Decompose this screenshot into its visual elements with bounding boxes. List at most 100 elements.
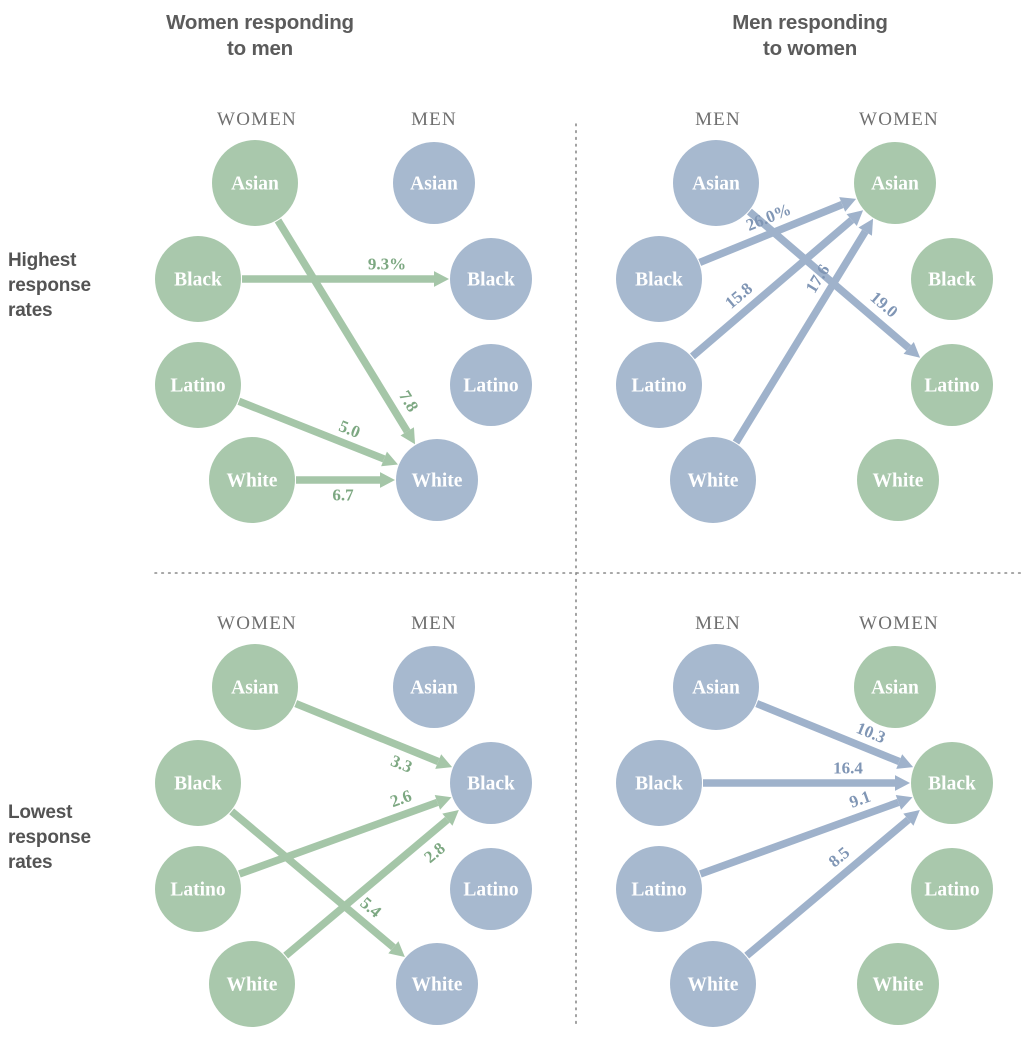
edge-value-label: 16.4 <box>833 759 863 778</box>
node-target-latino[interactable]: Latino <box>450 344 532 426</box>
node-target-white[interactable]: White <box>396 943 478 1025</box>
panel-title-line2: to men <box>227 37 293 61</box>
node-target-asian[interactable]: Asian <box>854 142 936 224</box>
edge-arrowhead <box>435 754 453 769</box>
column-head-bottom-right-source: MEN <box>695 613 741 634</box>
node-circle[interactable] <box>212 140 298 226</box>
node-circle[interactable] <box>450 344 532 426</box>
node-source-black[interactable]: Black <box>616 740 702 826</box>
node-label: White <box>412 975 463 996</box>
node-circle[interactable] <box>450 238 532 320</box>
node-label: Latino <box>463 376 518 397</box>
node-label: Latino <box>170 376 225 397</box>
node-target-asian[interactable]: Asian <box>393 646 475 728</box>
node-circle[interactable] <box>854 646 936 728</box>
column-head-top-left-target: MEN <box>411 109 457 130</box>
node-circle[interactable] <box>209 941 295 1027</box>
node-circle[interactable] <box>854 142 936 224</box>
node-source-asian[interactable]: Asian <box>673 644 759 730</box>
node-label: Asian <box>231 174 279 195</box>
node-source-white[interactable]: White <box>670 437 756 523</box>
edge-group <box>699 700 920 959</box>
node-target-black[interactable]: Black <box>450 742 532 824</box>
node-source-latino[interactable]: Latino <box>616 342 702 428</box>
node-circle[interactable] <box>616 740 702 826</box>
node-target-black[interactable]: Black <box>450 238 532 320</box>
node-circle[interactable] <box>616 846 702 932</box>
node-target-white[interactable]: White <box>857 439 939 521</box>
node-source-white[interactable]: White <box>209 437 295 523</box>
node-circle[interactable] <box>911 344 993 426</box>
node-source-asian[interactable]: Asian <box>212 644 298 730</box>
edge-line <box>744 816 911 959</box>
node-circle[interactable] <box>857 439 939 521</box>
node-label: White <box>412 471 463 492</box>
node-circle[interactable] <box>396 943 478 1025</box>
panel-title-line1: Men responding <box>732 11 888 34</box>
edge-arrowhead <box>839 197 857 212</box>
node-source-white[interactable]: White <box>670 941 756 1027</box>
node-target-white[interactable]: White <box>857 943 939 1025</box>
node-target-white[interactable]: White <box>396 439 478 521</box>
node-circle[interactable] <box>616 342 702 428</box>
edge-group <box>689 197 921 445</box>
node-circle[interactable] <box>155 846 241 932</box>
node-circle[interactable] <box>155 342 241 428</box>
node-source-latino[interactable]: Latino <box>155 342 241 428</box>
node-label: Black <box>467 270 515 291</box>
node-circle[interactable] <box>857 943 939 1025</box>
node-target-latino[interactable]: Latino <box>911 848 993 930</box>
edge-arrowhead <box>846 210 864 227</box>
edge-line <box>689 217 855 360</box>
node-source-latino[interactable]: Latino <box>616 846 702 932</box>
edge-line <box>283 816 450 959</box>
node-circle[interactable] <box>616 236 702 322</box>
node-target-asian[interactable]: Asian <box>393 142 475 224</box>
node-circle[interactable] <box>673 644 759 730</box>
node-source-asian[interactable]: Asian <box>212 140 298 226</box>
node-circle[interactable] <box>155 740 241 826</box>
node-label: Latino <box>170 880 225 901</box>
panel-title-line1: Women responding <box>166 11 354 34</box>
node-source-latino[interactable]: Latino <box>155 846 241 932</box>
edge-line <box>698 201 844 266</box>
node-circle[interactable] <box>396 439 478 521</box>
node-circle[interactable] <box>911 742 993 824</box>
node-label: Asian <box>871 174 919 195</box>
node-circle[interactable] <box>911 848 993 930</box>
edge-arrowhead <box>903 810 920 826</box>
node-source-black[interactable]: Black <box>155 740 241 826</box>
node-label: Asian <box>871 678 919 699</box>
edge-arrowhead <box>434 794 452 810</box>
node-target-asian[interactable]: Asian <box>854 646 936 728</box>
node-label: Asian <box>410 174 458 195</box>
node-source-black[interactable]: Black <box>616 236 702 322</box>
edge-line <box>237 397 386 463</box>
node-circle[interactable] <box>450 742 532 824</box>
edge-group <box>237 218 449 488</box>
node-target-latino[interactable]: Latino <box>911 344 993 426</box>
node-circle[interactable] <box>212 644 298 730</box>
node-circle[interactable] <box>450 848 532 930</box>
node-target-black[interactable]: Black <box>911 238 993 320</box>
node-source-black[interactable]: Black <box>155 236 241 322</box>
node-circle[interactable] <box>155 236 241 322</box>
node-circle[interactable] <box>209 437 295 523</box>
node-circle[interactable] <box>673 140 759 226</box>
node-circle[interactable] <box>393 142 475 224</box>
node-target-latino[interactable]: Latino <box>450 848 532 930</box>
node-label: Black <box>928 270 976 291</box>
node-label: Asian <box>231 678 279 699</box>
node-source-asian[interactable]: Asian <box>673 140 759 226</box>
node-circle[interactable] <box>670 941 756 1027</box>
edge-arrowhead <box>434 271 449 287</box>
node-label: Black <box>635 774 683 795</box>
node-circle[interactable] <box>670 437 756 523</box>
edge-value-label: 3.3 <box>388 751 415 777</box>
node-label: Latino <box>924 376 979 397</box>
node-circle[interactable] <box>911 238 993 320</box>
node-circle[interactable] <box>393 646 475 728</box>
edge-label-group: 10.316.49.18.5 <box>825 718 888 871</box>
node-target-black[interactable]: Black <box>911 742 993 824</box>
node-source-white[interactable]: White <box>209 941 295 1027</box>
